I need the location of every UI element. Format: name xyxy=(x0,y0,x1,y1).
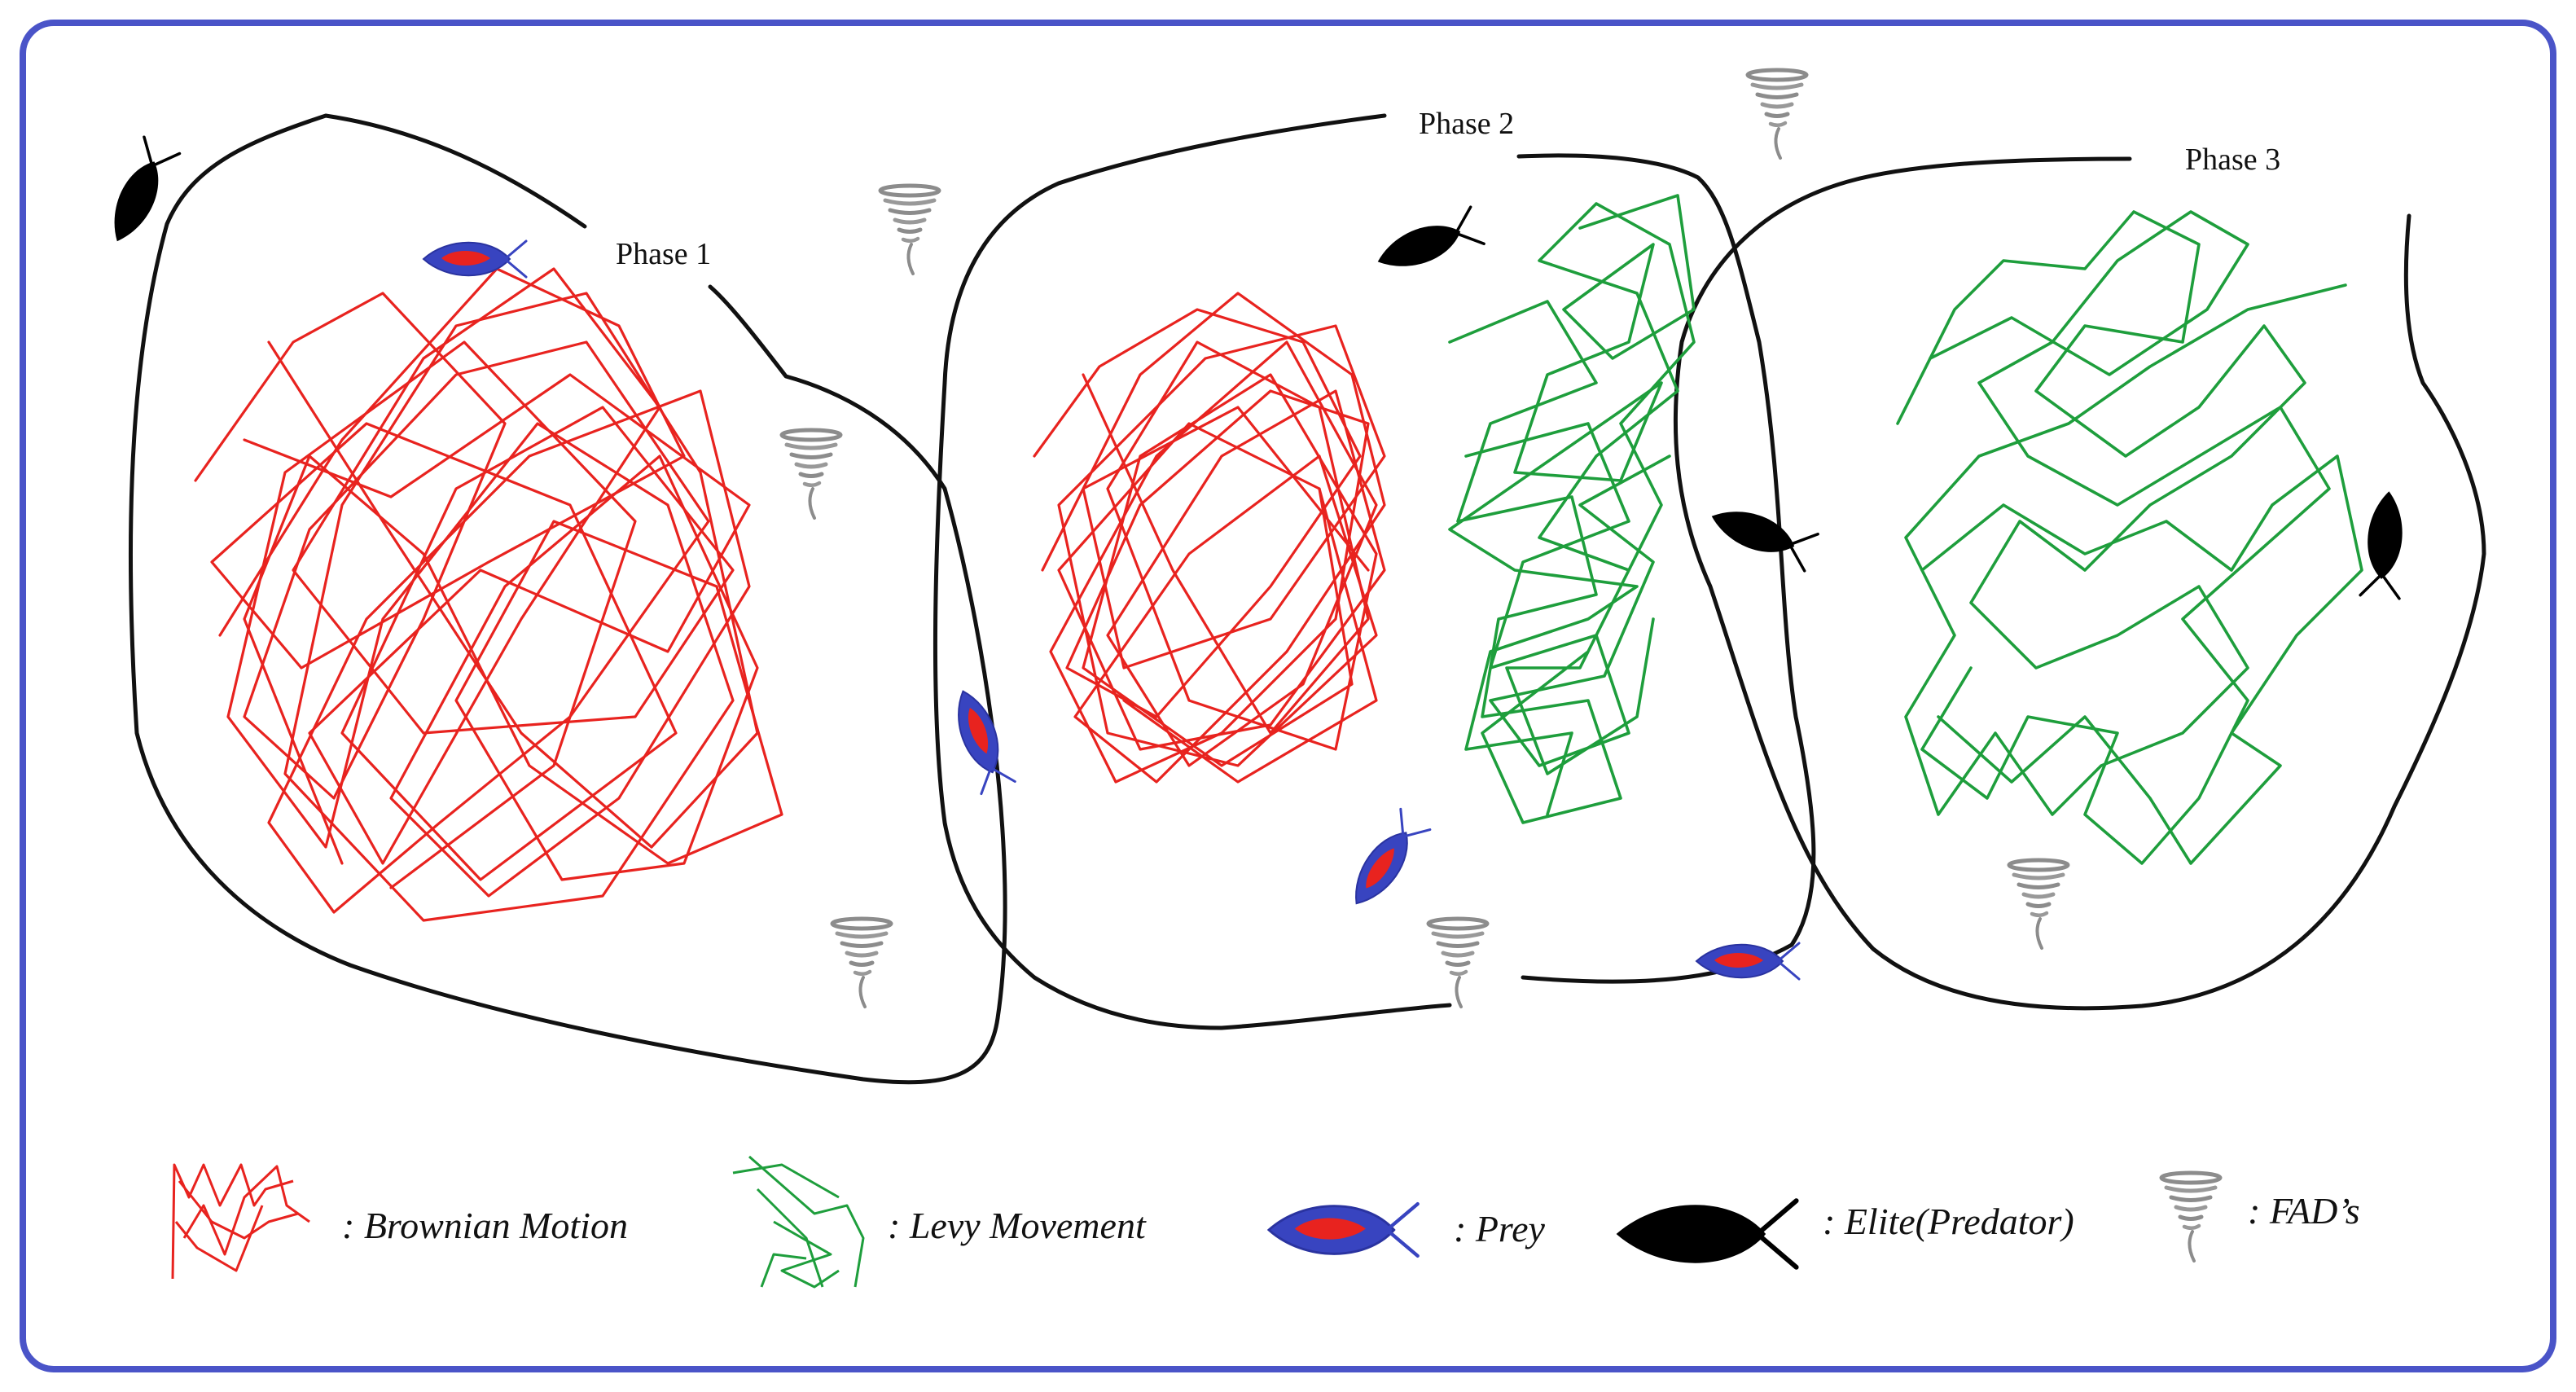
brownian-path-phase-2c xyxy=(1082,340,1378,767)
brownian-path-phase-1a xyxy=(194,292,783,914)
levy-path-phase-3a xyxy=(1896,210,2347,816)
brownian-path-phase-2b xyxy=(1041,292,1386,784)
levy-path-phase-2b xyxy=(1448,194,1696,816)
phase-3-label: Phase 3 xyxy=(2185,143,2280,177)
levy-path-phase-2c xyxy=(1464,422,1671,767)
phase-boundaries xyxy=(128,113,2486,1085)
brownian-path-phase-2a xyxy=(1033,308,1386,784)
brownian-path-phase-1b xyxy=(210,267,751,881)
levy-path-phase-2a xyxy=(1448,202,1696,824)
legend-elite-label: : Elite(Predator) xyxy=(1823,1201,2074,1242)
levy-path-phase-3b xyxy=(1920,210,2331,865)
legend-levy-swatch xyxy=(732,1155,865,1289)
legend-fad-label: : FAD’s xyxy=(2248,1190,2360,1232)
phase-2-label: Phase 2 xyxy=(1419,107,1514,141)
levy-movement-paths xyxy=(1448,194,2363,865)
phase-2-boundary xyxy=(933,113,1452,1030)
legend-brownian-swatch xyxy=(171,1163,310,1280)
legend-prey-label: : Prey xyxy=(1454,1208,1546,1249)
legend-levy-label: : Levy Movement xyxy=(888,1205,1147,1246)
phase-1-label: Phase 1 xyxy=(616,237,711,271)
phase-1-boundary xyxy=(128,113,1007,1085)
legend: : Brownian Motion : Levy Movement : Prey… xyxy=(171,1155,2360,1289)
brownian-motion-paths xyxy=(194,267,1386,922)
brownian-path-phase-1c xyxy=(226,292,759,922)
levy-path-phase-3c xyxy=(1920,454,2363,865)
phase-3-boundary xyxy=(1673,156,2486,1011)
legend-brownian-label: : Brownian Motion xyxy=(342,1205,628,1246)
